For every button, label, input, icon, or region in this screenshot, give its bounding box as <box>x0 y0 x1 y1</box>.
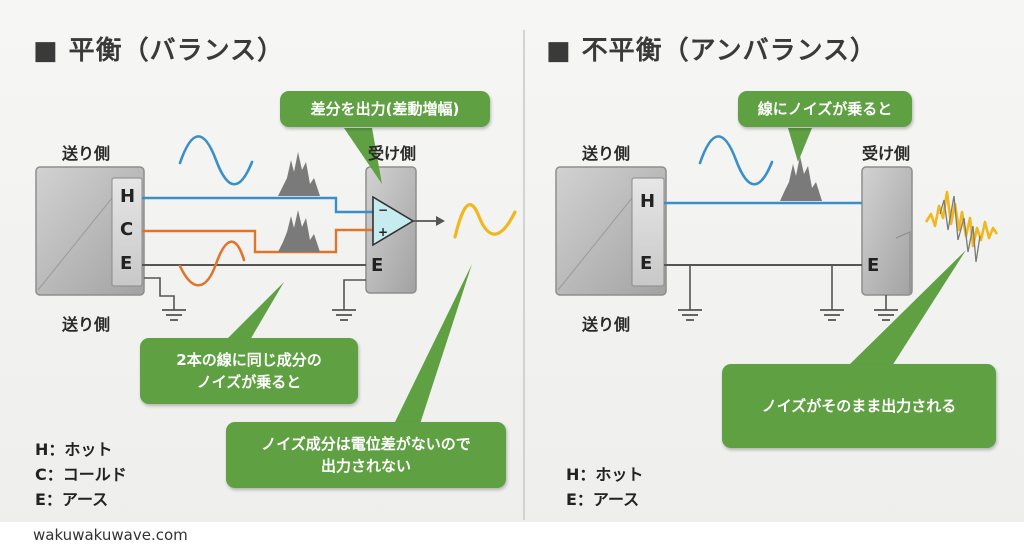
balanced-sender-label-bottom: 送り側 <box>62 315 111 334</box>
unbalanced-receiver-corner <box>895 231 911 293</box>
ground-symbol <box>332 309 356 321</box>
unbalanced-output-noise-spikes <box>939 195 981 263</box>
balanced-title: ■ 平衡（バランス） <box>33 36 285 66</box>
balanced-cold-signal-wave <box>178 240 246 287</box>
callout-pointer-diff <box>344 128 382 184</box>
unbalanced-sender-pin-panel <box>631 177 665 287</box>
unbalanced-receiver-pin-e: E <box>867 255 880 276</box>
callout-noise-output: ノイズがそのまま出力される <box>722 364 996 448</box>
ground-symbol <box>162 309 186 321</box>
legend-item-cold: C：コールド <box>35 465 127 484</box>
legend-item-hot: H：ホット <box>566 465 644 484</box>
callout-diff-output: 差分を出力(差動増幅) <box>280 91 490 127</box>
balanced-pin-c: C <box>120 219 134 240</box>
unbalanced-pin-h: H <box>640 191 656 212</box>
balanced-hot-line <box>142 196 375 214</box>
balanced-output-wave <box>453 203 517 239</box>
balanced-ground-wire-right <box>343 279 366 306</box>
balanced-sender-label-top: 送り側 <box>62 144 111 163</box>
legend-item-earth: E：アース <box>35 490 109 509</box>
balanced-cold-line <box>142 228 375 254</box>
watermark-text: wakuwakuwave.com <box>33 526 188 544</box>
balanced-diff-amplifier <box>372 195 415 247</box>
legend-item-hot: H：ホット <box>35 440 113 459</box>
unbalanced-receiver-box <box>861 166 913 296</box>
unbalanced-sender-label-top: 送り側 <box>582 144 631 163</box>
balanced-pin-h: H <box>120 186 136 207</box>
unbalanced-pin-e: E <box>640 253 653 274</box>
balanced-noise-burst-bottom <box>278 210 320 252</box>
unbalanced-noisy-output-wave <box>924 190 999 248</box>
callout-pointer-cancel <box>394 264 472 424</box>
balanced-hot-signal-wave <box>178 135 254 186</box>
balanced-ground-wire-left <box>144 277 175 306</box>
balanced-pin-e: E <box>120 253 133 274</box>
unbalanced-signal-wave <box>698 135 774 186</box>
unbalanced-receiver-label: 受け側 <box>862 144 911 163</box>
balanced-receiver-pin-e: E <box>371 255 384 276</box>
unbalanced-sender-label-bottom: 送り側 <box>582 315 631 334</box>
callout-pointer-output <box>848 250 966 366</box>
amp-plus-sign: + <box>378 225 388 239</box>
ground-symbol <box>678 309 702 321</box>
callout-noise-cancelled: ノイズ成分は電位差がないので 出力されない <box>226 422 506 488</box>
unbalanced-legend: H：ホット E：アース <box>566 462 643 512</box>
ground-symbol <box>820 309 844 321</box>
balanced-receiver-label: 受け側 <box>368 144 417 163</box>
balanced-output-arrowhead <box>436 216 445 226</box>
unbalanced-title: ■ 不平衡（アンバランス） <box>546 36 878 66</box>
callout-line-noise: 線にノイズが乗ると <box>738 91 912 127</box>
callout-pointer-noise <box>226 282 284 340</box>
callout-common-noise: 2本の線に同じ成分の ノイズが乗ると <box>140 338 358 404</box>
balanced-noise-burst-top <box>278 152 320 196</box>
ground-symbol <box>874 309 898 321</box>
balanced-legend: H：ホット C：コールド E：アース <box>35 437 127 512</box>
amp-minus-sign: − <box>378 203 388 217</box>
balanced-sender-bevel <box>37 197 113 291</box>
legend-item-earth: E：アース <box>566 490 640 509</box>
watermark-bar: wakuwakuwave.com <box>0 522 1024 548</box>
callout-pointer-line-noise <box>788 128 812 162</box>
unbalanced-noise-burst <box>780 156 822 201</box>
unbalanced-sender-bevel <box>557 197 633 291</box>
